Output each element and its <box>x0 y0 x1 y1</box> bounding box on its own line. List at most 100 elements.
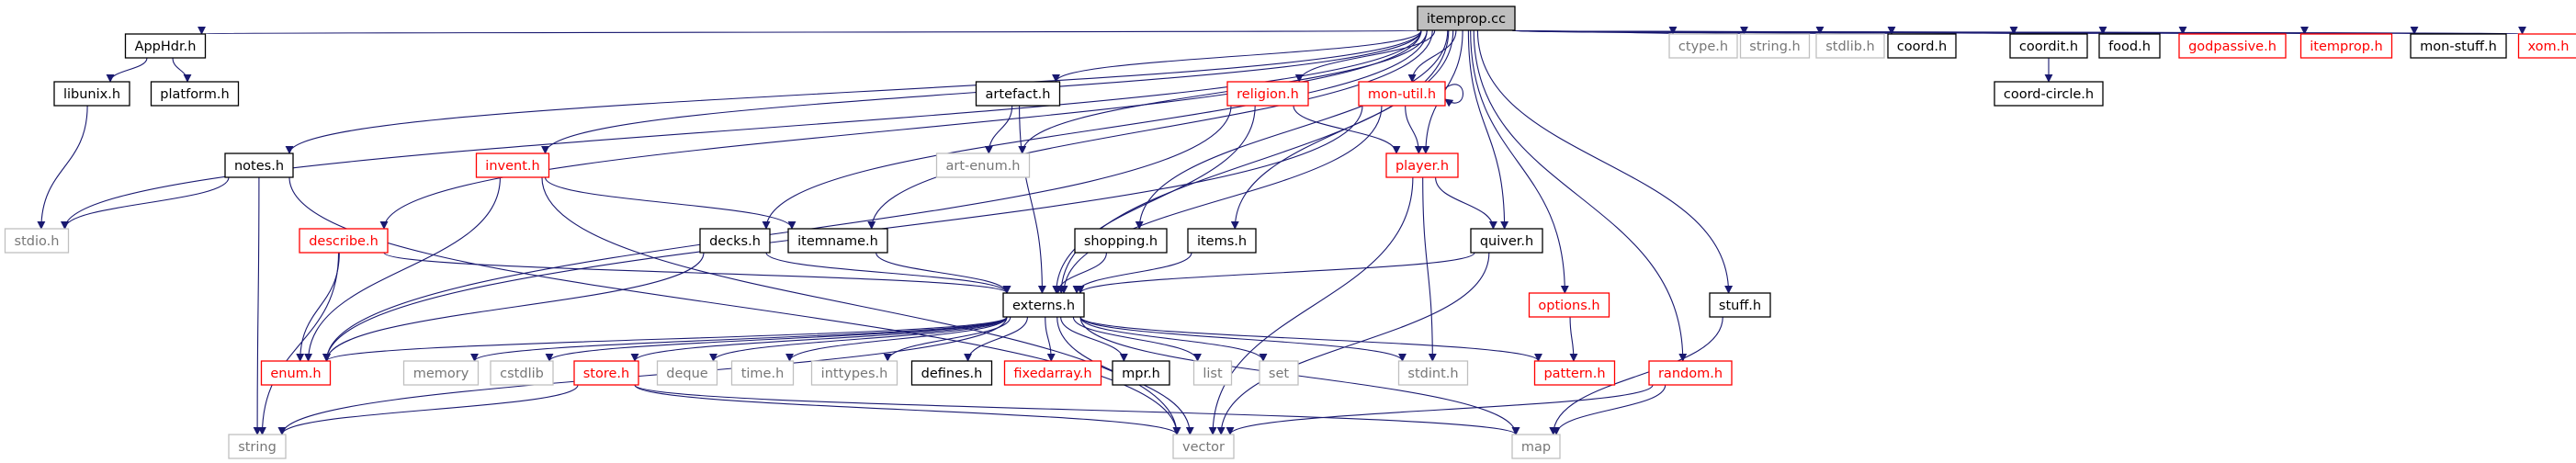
node-food-h[interactable]: food.h <box>2098 33 2161 59</box>
node-shopping-h[interactable]: shopping.h <box>1074 228 1168 254</box>
node-mon-util-h[interactable]: mon-util.h <box>1358 81 1446 107</box>
edge-itemprop-cc-to-notes-h <box>285 29 1422 154</box>
node-box <box>1668 33 1738 59</box>
node-enum-h[interactable]: enum.h <box>260 360 332 386</box>
node-box <box>2517 33 2576 59</box>
node-items-h[interactable]: items.h <box>1187 228 1257 254</box>
node-label: memory <box>413 367 469 381</box>
node-map[interactable]: map <box>1511 434 1561 459</box>
node-box <box>810 360 898 386</box>
node-inttypes-h[interactable]: inttypes.h <box>810 360 898 386</box>
node-box <box>490 360 554 386</box>
node-label: AppHdr.h <box>135 40 197 54</box>
edge-mon-util-h-to-player-h <box>1405 105 1423 154</box>
node-options-h[interactable]: options.h <box>1528 292 1610 318</box>
node-externs-h[interactable]: externs.h <box>1002 292 1085 318</box>
node-godpassive-h[interactable]: godpassive.h <box>2178 33 2287 59</box>
node-label: player.h <box>1395 159 1449 174</box>
node-pattern-h[interactable]: pattern.h <box>1533 360 1616 386</box>
node-label: random.h <box>1658 367 1723 381</box>
edge-random-h-to-map <box>1552 384 1666 435</box>
node-string-h[interactable]: string.h <box>1739 33 1811 59</box>
node-box <box>124 33 207 59</box>
edge-artefact-h-to-art-enum-h <box>984 105 1013 154</box>
node-stdlib-h[interactable]: stdlib.h <box>1815 33 1885 59</box>
node-label: externs.h <box>1012 299 1075 313</box>
edge-itemprop-cc-to-stuff-h <box>1476 29 1734 294</box>
node-box <box>1192 360 1233 386</box>
node-itemprop-cc[interactable]: itemprop.cc <box>1417 6 1516 31</box>
edge-itemprop-cc-to-xom-h <box>1510 25 2524 35</box>
node-player-h[interactable]: player.h <box>1385 152 1459 178</box>
node-store-h[interactable]: store.h <box>573 360 639 386</box>
edge-quiver-h-to-externs-h <box>1076 252 1475 294</box>
node-mpr-h[interactable]: mpr.h <box>1112 360 1170 386</box>
node-box <box>224 152 294 178</box>
edge-decks-h-to-enum-h <box>322 252 705 362</box>
node-time-h[interactable]: time.h <box>730 360 795 386</box>
node-label: coord.h <box>1897 40 1947 54</box>
node-box <box>1887 33 1957 59</box>
node-stdio-h[interactable]: stdio.h <box>4 228 70 254</box>
node-label: options.h <box>1538 299 1599 313</box>
node-decks-h[interactable]: decks.h <box>699 228 771 254</box>
node-deque[interactable]: deque <box>656 360 718 386</box>
node-vector[interactable]: vector <box>1172 434 1235 459</box>
node-box <box>1074 228 1168 254</box>
node-xom-h[interactable]: xom.h <box>2517 33 2576 59</box>
edge-invent-h-to-enum-h <box>304 176 501 362</box>
node-box <box>299 228 389 254</box>
node-label: shopping.h <box>1084 234 1158 249</box>
node-box <box>910 360 993 386</box>
node-coordit-h[interactable]: coordit.h <box>2009 33 2088 59</box>
node-coord-h[interactable]: coord.h <box>1887 33 1957 59</box>
node-cstdlib[interactable]: cstdlib <box>490 360 554 386</box>
node-list[interactable]: list <box>1192 360 1233 386</box>
edge-externs-h-to-cstdlib <box>545 316 1008 362</box>
node-libunix-h[interactable]: libunix.h <box>53 81 130 107</box>
node-religion-h[interactable]: religion.h <box>1226 81 1309 107</box>
node-ctype-h[interactable]: ctype.h <box>1668 33 1738 59</box>
node-label: food.h <box>2108 40 2151 54</box>
node-artefact-h[interactable]: artefact.h <box>975 81 1061 107</box>
node-platform-h[interactable]: platform.h <box>150 81 240 107</box>
node-invent-h[interactable]: invent.h <box>475 152 550 178</box>
node-box <box>699 228 771 254</box>
node-notes-h[interactable]: notes.h <box>224 152 294 178</box>
node-stuff-h[interactable]: stuff.h <box>1709 292 1771 318</box>
node-fixedarray-h[interactable]: fixedarray.h <box>1003 360 1102 386</box>
node-coord-circle-h[interactable]: coord-circle.h <box>1994 81 2104 107</box>
edge-externs-h-to-deque <box>709 316 1008 362</box>
node-stdint-h[interactable]: stdint.h <box>1397 360 1469 386</box>
node-string[interactable]: string <box>228 434 287 459</box>
edge-random-h-to-vector <box>1226 384 1654 435</box>
node-label: coordit.h <box>2019 40 2078 54</box>
node-art-enum-h[interactable]: art-enum.h <box>935 152 1031 178</box>
node-box <box>1533 360 1616 386</box>
node-random-h[interactable]: random.h <box>1648 360 1733 386</box>
edge-itemprop-cc-to-shopping-h <box>1135 29 1449 230</box>
node-label: art-enum.h <box>946 159 1021 174</box>
node-defines-h[interactable]: defines.h <box>910 360 993 386</box>
node-label: defines.h <box>921 367 983 381</box>
node-memory[interactable]: memory <box>402 360 480 386</box>
edge-invent-h-to-vector <box>541 176 1181 435</box>
node-label: godpassive.h <box>2188 40 2277 54</box>
node-itemname-h[interactable]: itemname.h <box>787 228 888 254</box>
edge-externs-h-to-stdint-h <box>1079 316 1407 362</box>
node-box <box>1648 360 1733 386</box>
node-label: stdlib.h <box>1825 40 1875 54</box>
node-label: deque <box>666 367 708 381</box>
edge-stuff-h-to-map <box>1549 316 1723 435</box>
node-set[interactable]: set <box>1259 360 1299 386</box>
node-box <box>260 360 332 386</box>
node-itemprop-h[interactable]: itemprop.h <box>2299 33 2393 59</box>
node-label: vector <box>1182 440 1225 455</box>
node-quiver-h[interactable]: quiver.h <box>1470 228 1543 254</box>
node-box <box>53 81 130 107</box>
node-mon-stuff-h[interactable]: mon-stuff.h <box>2410 33 2507 59</box>
node-apphdr-h[interactable]: AppHdr.h <box>124 33 207 59</box>
node-box <box>1112 360 1170 386</box>
node-describe-h[interactable]: describe.h <box>299 228 389 254</box>
